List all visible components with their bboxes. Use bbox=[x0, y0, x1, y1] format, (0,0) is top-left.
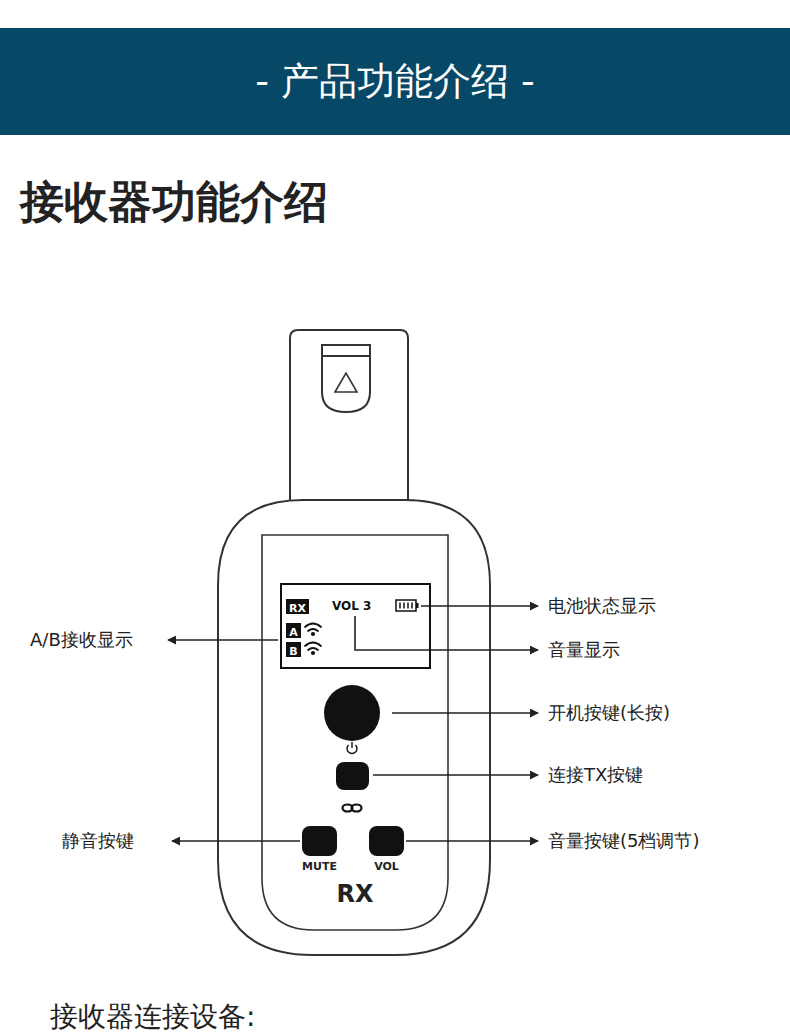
section-subheading: 接收器连接设备: bbox=[50, 1000, 255, 1034]
node-text: A bbox=[289, 626, 298, 639]
screen-badge: RX bbox=[286, 599, 309, 614]
housing bbox=[218, 500, 490, 955]
node-text: B bbox=[289, 645, 297, 658]
buttons bbox=[302, 685, 404, 856]
front-panel bbox=[262, 535, 448, 930]
screen-badge: B bbox=[286, 642, 301, 657]
clip bbox=[290, 330, 408, 500]
button-label: VOL bbox=[374, 860, 399, 873]
callout-label: A/B接收显示 bbox=[30, 629, 133, 651]
screen-icons bbox=[305, 600, 419, 654]
section-heading: 接收器功能介绍 bbox=[20, 176, 328, 229]
callout-label: 开机按键(长按) bbox=[548, 702, 670, 724]
device-label: RX bbox=[337, 880, 374, 909]
leader-lines bbox=[168, 606, 538, 841]
screen-badge: A bbox=[286, 623, 301, 638]
title-banner: - 产品功能介绍 - bbox=[0, 28, 790, 135]
callout-label: 音量显示 bbox=[548, 639, 620, 661]
callout-label: 连接TX按键 bbox=[548, 764, 643, 786]
clip-tab bbox=[322, 345, 370, 412]
node-text: - 产品功能介绍 - bbox=[255, 56, 535, 107]
node-text: VOL 3 bbox=[332, 599, 371, 613]
display-screen: VOL 3 RX AB bbox=[280, 583, 431, 669]
callout-label: 静音按键 bbox=[62, 830, 134, 852]
button-label: MUTE bbox=[302, 860, 337, 873]
callout-label: 电池状态显示 bbox=[548, 595, 656, 617]
node-text: RX bbox=[289, 602, 306, 615]
callout-label: 音量按键(5档调节) bbox=[548, 830, 700, 852]
receiver-body bbox=[218, 330, 490, 955]
